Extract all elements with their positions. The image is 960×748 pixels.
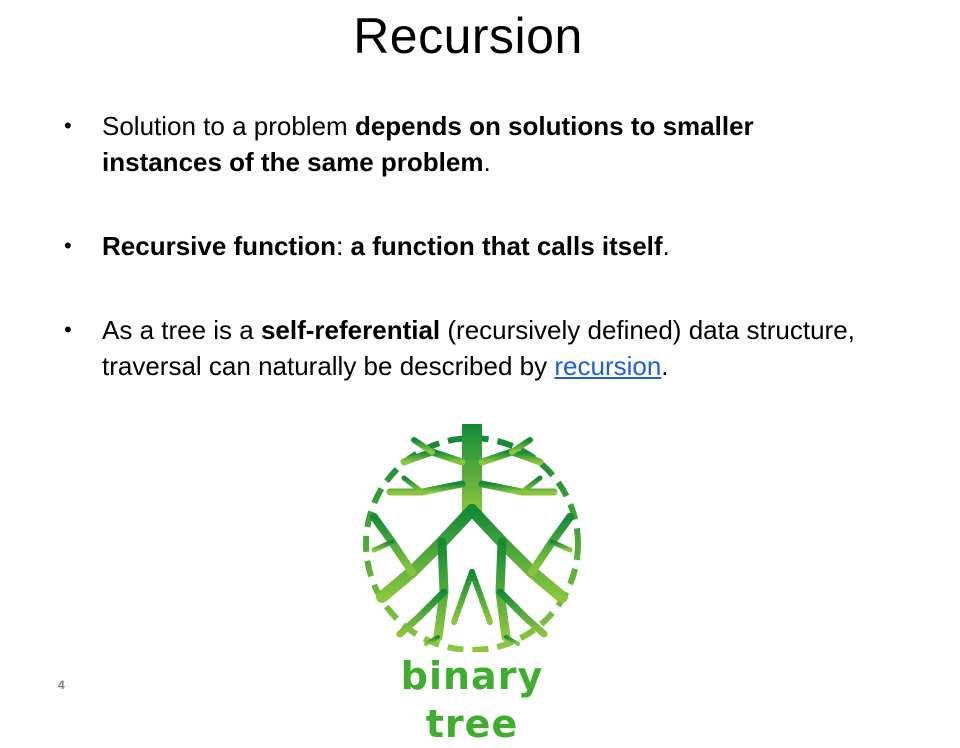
bold-text: depends on solutions to smaller instance… (102, 111, 754, 177)
bullet-text: Recursive function: a function that call… (102, 231, 670, 261)
bullet-item: • As a tree is a self-referential (recur… (60, 312, 880, 384)
slide-title: Recursion (353, 8, 583, 64)
bullet-item: • Recursive function: a function that ca… (60, 228, 880, 264)
text-segment: Solution to a problem (102, 111, 355, 141)
bold-text: a function that calls itself (350, 231, 663, 261)
bullet-marker: • (64, 233, 72, 258)
bold-text: Recursive function (102, 231, 337, 261)
text-segment: . (483, 147, 491, 177)
recursion-link[interactable]: recursion (554, 351, 662, 381)
binary-tree-logo-icon (363, 424, 581, 652)
text-segment: (recursively defined) data structure, tr… (102, 315, 855, 381)
bullet-marker: • (64, 317, 72, 342)
logo-caption: binary tree (400, 654, 544, 746)
slide: Recursion • Solution to a problem depend… (58, 8, 880, 746)
binary-tree-figure: binary tree (352, 422, 592, 746)
bullet-text: Solution to a problem depends on solutio… (102, 111, 754, 177)
text-segment: . (661, 351, 669, 381)
bullet-text: As a tree is a self-referential (recursi… (102, 315, 855, 381)
bullet-list: • Solution to a problem depends on solut… (60, 108, 880, 384)
text-segment: : (336, 231, 351, 261)
bullet-marker: • (64, 113, 72, 138)
text-segment: As a tree is a (102, 315, 261, 345)
bold-text: self-referential (260, 315, 441, 345)
text-segment: . (662, 231, 670, 261)
page-number: 4 (58, 678, 65, 692)
bullet-item: • Solution to a problem depends on solut… (60, 108, 880, 180)
